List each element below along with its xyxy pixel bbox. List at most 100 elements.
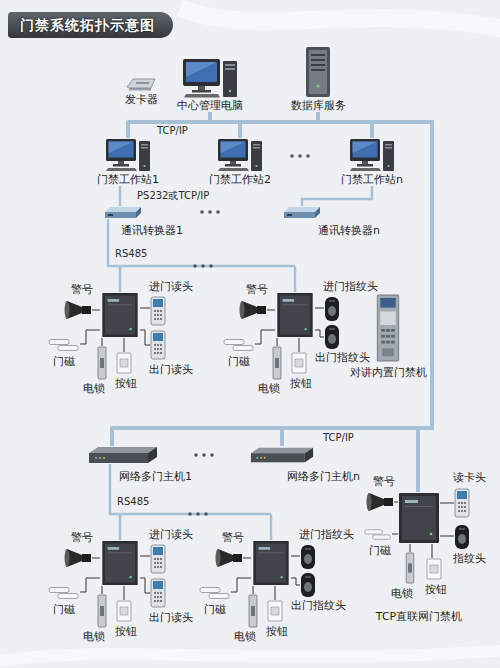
fingerprint-node: 指纹头: [454, 524, 470, 550]
network-link: [119, 186, 122, 206]
ellipsis-dots: [209, 264, 213, 268]
device-label: 出门指纹头: [314, 351, 371, 364]
button-icon: [116, 600, 132, 622]
ellipsis-dots: [290, 154, 294, 158]
pc-icon: [182, 58, 238, 98]
reader-icon: [150, 330, 166, 360]
reader-icon: [454, 488, 470, 518]
controller-node: TCP直联网门禁机: [398, 492, 440, 544]
network-link: [210, 112, 240, 138]
magnet-icon: [223, 338, 255, 352]
door-sensor-node: 门磁: [223, 338, 255, 352]
workstation-node: 门禁工作站2: [208, 138, 272, 186]
bus-label: TCP/IP: [156, 125, 189, 137]
fp-icon: [300, 544, 316, 570]
lock-icon: [271, 346, 283, 380]
reader-icon: [151, 579, 165, 607]
network-link: [210, 112, 432, 446]
ellipsis-dots: [202, 453, 206, 457]
server-icon: [306, 47, 330, 97]
device-label: 出门指纹头: [290, 599, 347, 612]
conv-icon: [105, 207, 141, 218]
device-label: 进门指纹头: [298, 528, 355, 541]
device-label: 按钮: [424, 583, 448, 596]
electric-lock-node: 电锁: [96, 346, 108, 380]
electric-lock-node: 电锁: [271, 346, 283, 380]
rs485-bus: [108, 219, 295, 266]
device-label: 数据库服务: [290, 99, 347, 112]
device-label: 门禁工作站n: [340, 173, 404, 186]
exit-button-node: 按钮: [291, 352, 307, 374]
siren-icon: [65, 301, 92, 319]
ws-icon: [349, 138, 395, 172]
fp-icon: [324, 324, 340, 350]
electric-lock-node: 电锁: [247, 594, 259, 628]
door-sensor-node: 门磁: [48, 586, 80, 600]
reader-icon: [151, 297, 165, 325]
siren-node: 警号: [64, 548, 92, 568]
lock-icon: [98, 595, 106, 627]
exit-button-node: 按钮: [116, 352, 132, 374]
device-label: 按钮: [114, 377, 138, 390]
device-label: 进门指纹头: [322, 280, 379, 293]
device-label: 指纹头: [452, 552, 487, 565]
bus-label: RS485: [114, 248, 148, 260]
background-swirl: [0, 650, 500, 662]
lock-icon: [98, 347, 106, 379]
conv-icon: [104, 206, 142, 219]
button-icon: [427, 559, 441, 579]
door-sensor-node: 门磁: [48, 338, 80, 352]
button-icon: [267, 600, 283, 622]
device-label: 警号: [221, 531, 245, 544]
magnet-icon: [224, 340, 253, 351]
fp-icon: [300, 572, 316, 598]
siren-node: 警号: [366, 492, 394, 512]
card-reader-node: 出门读头: [150, 578, 166, 608]
lock-icon: [406, 553, 414, 583]
host-icon: [251, 448, 313, 463]
device-label: 门禁工作站2: [208, 173, 272, 186]
network-link: [302, 186, 372, 206]
reader-icon: [150, 296, 166, 326]
workstation-node: 门禁工作站1: [96, 138, 160, 186]
device-label: 对讲内置门禁机: [349, 366, 428, 379]
network-link: [210, 112, 432, 492]
ws-icon: [218, 139, 262, 171]
ellipsis-dots: [200, 210, 204, 214]
button-icon: [117, 353, 131, 373]
host-icon: [250, 446, 314, 464]
siren-icon: [64, 548, 92, 568]
button-icon: [116, 352, 132, 374]
card-reader-node: 进门读头: [150, 296, 166, 326]
ellipsis-dots: [208, 210, 212, 214]
fp-icon: [301, 573, 315, 597]
ws-icon: [217, 138, 263, 172]
host-icon: [88, 446, 158, 464]
device-label: 门禁工作站1: [96, 173, 160, 186]
reader-icon: [150, 578, 166, 608]
device-label: 警号: [372, 475, 396, 488]
bus-label: PS232或TCP/IP: [136, 190, 210, 202]
ellipsis-dots: [298, 154, 302, 158]
fp-icon: [325, 325, 339, 349]
diagram-title: 门禁系统拓扑示意图: [8, 12, 173, 38]
converter-node: 通讯转换器n: [283, 206, 321, 219]
reader-icon: [151, 331, 165, 359]
device-label: 门磁: [227, 355, 251, 368]
magnet-icon: [365, 530, 390, 540]
ellipsis-dots: [210, 453, 214, 457]
exit-button-node: 按钮: [426, 558, 442, 580]
electric-lock-node: 电锁: [404, 552, 416, 584]
device-label: 网络多门主机n: [286, 470, 361, 483]
magnet-icon: [48, 338, 80, 352]
reader-icon: [151, 545, 165, 573]
device-label: TCP直联网门禁机: [375, 610, 463, 623]
exit-button-node: 按钮: [267, 600, 283, 622]
fingerprint-node: 进门指纹头: [324, 296, 340, 322]
siren-icon: [367, 493, 394, 511]
device-label: 警号: [70, 531, 94, 544]
reader-icon: [455, 489, 469, 517]
device-label: 按钮: [114, 625, 138, 638]
